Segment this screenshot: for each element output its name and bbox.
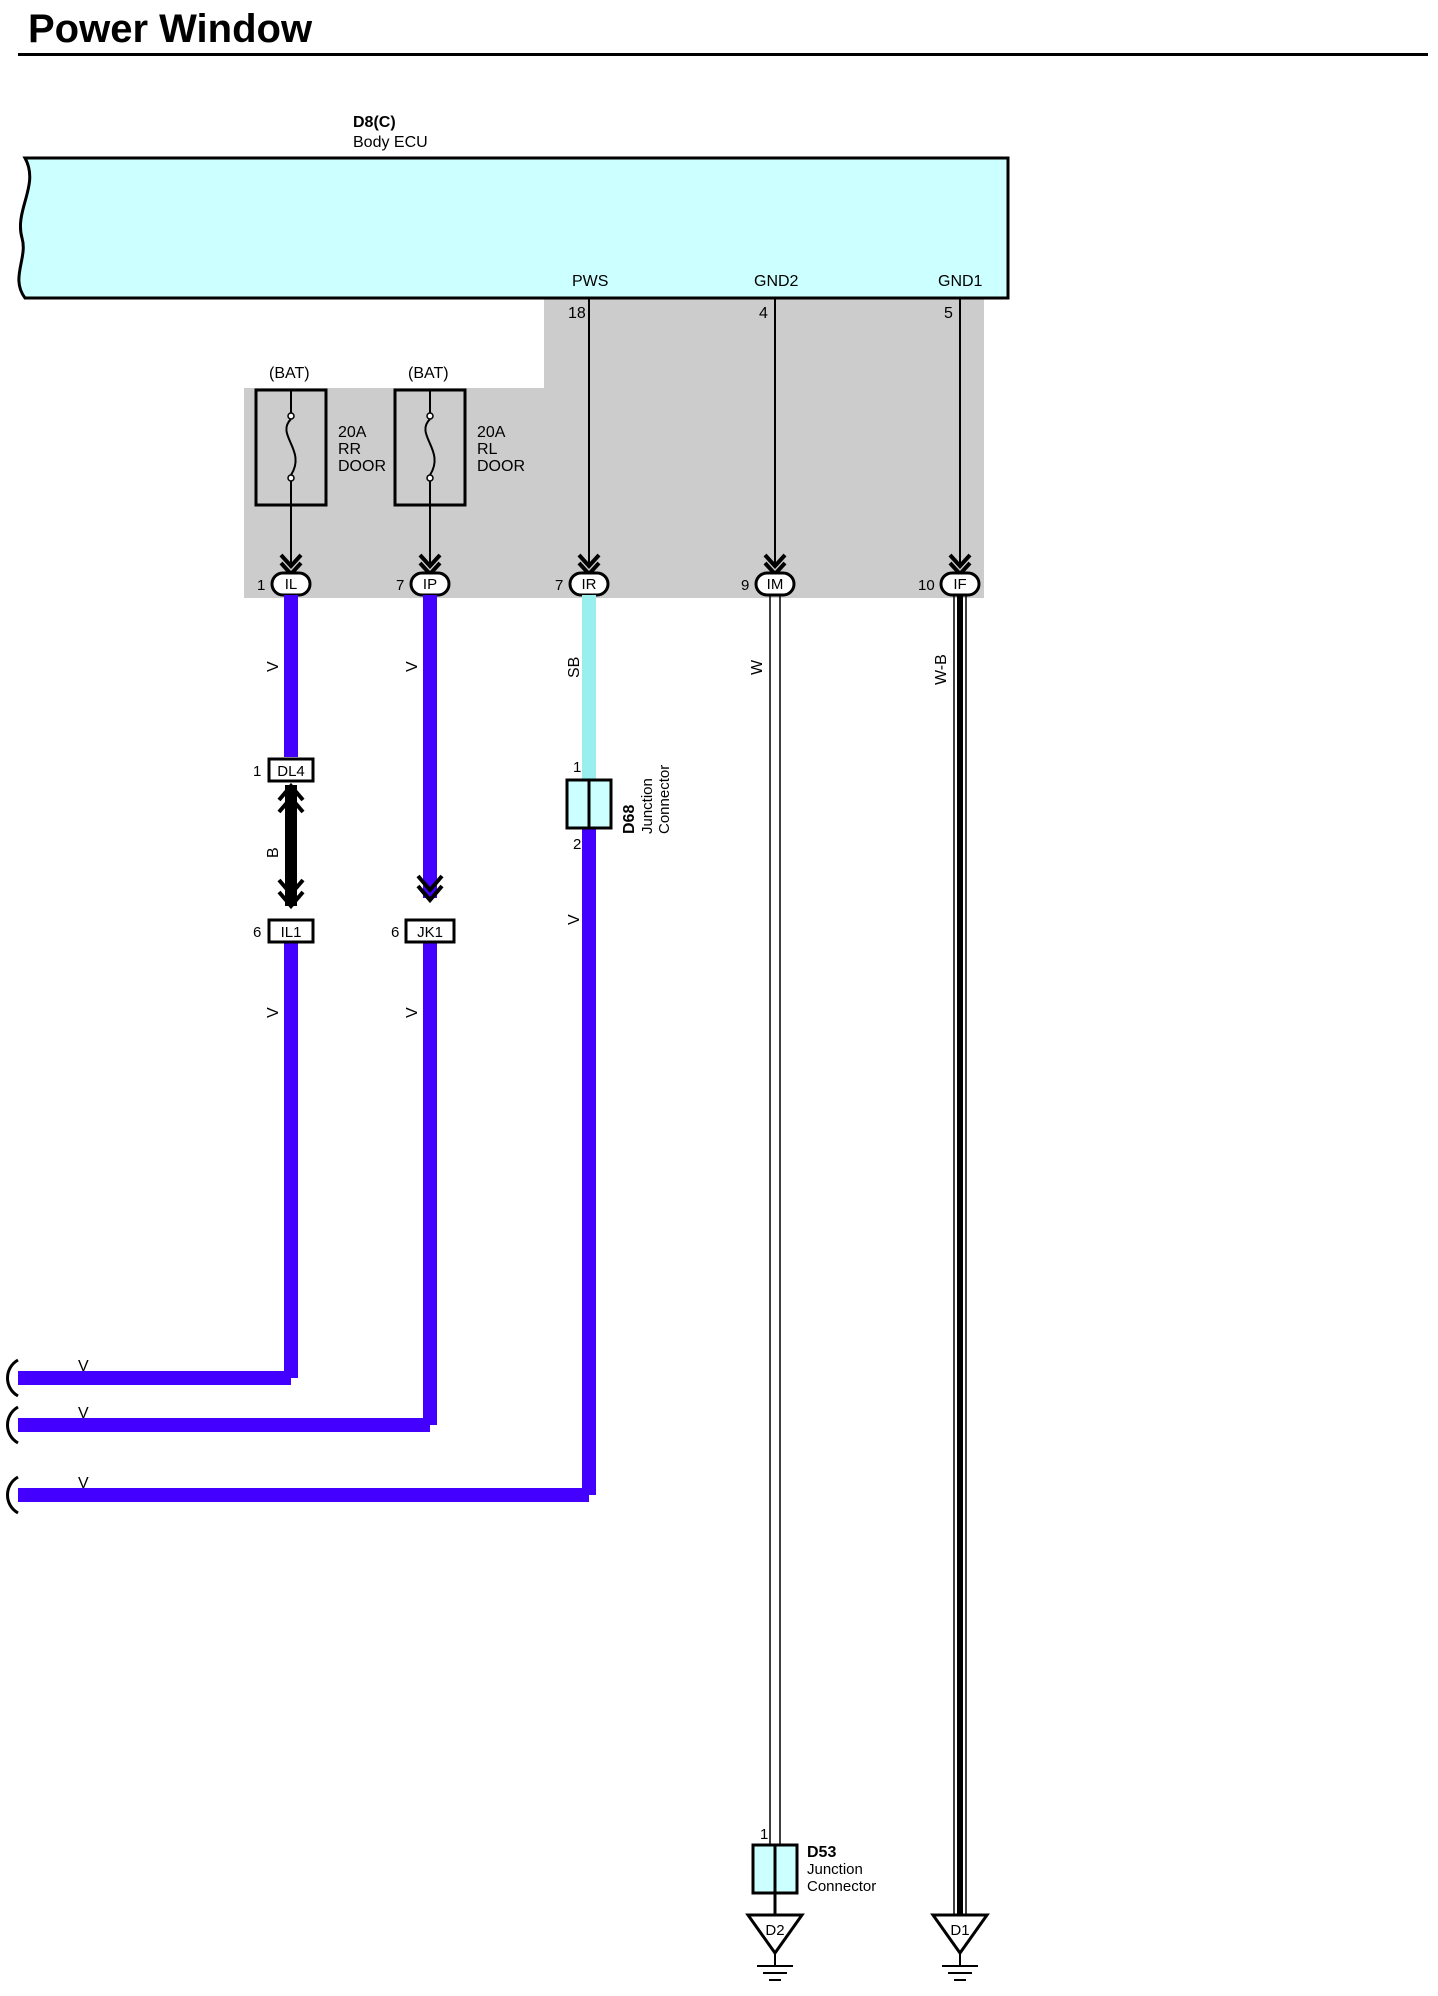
out-3-color: V — [78, 1475, 89, 1492]
ecu-code: D8(C) — [353, 114, 396, 131]
connector-il-pin: 1 — [257, 577, 265, 594]
fuse-2-line2: RL — [477, 441, 498, 458]
d53-pin-in: 1 — [760, 1826, 768, 1843]
connector-im-pin: 9 — [741, 577, 749, 594]
inline-connector-jk1: JK1 6 — [391, 918, 456, 944]
wire-color-labels: V V SB W W-B B V V V V V V — [78, 654, 950, 1492]
wire-3-lower-color: V — [566, 914, 583, 925]
fuse-2-line3: DOOR — [477, 458, 525, 475]
d53-code: D53 — [807, 1844, 836, 1861]
terminal-gnd1-label: GND1 — [938, 273, 983, 290]
fuse-1-line2: RR — [338, 441, 361, 458]
out-1-color: V — [78, 1358, 89, 1375]
title-rule — [18, 53, 1428, 56]
il1-code: IL1 — [281, 924, 302, 941]
wire-3-upper-color: SB — [566, 657, 583, 678]
dl4-code: DL4 — [277, 763, 305, 780]
junction-connector-d53: 1 D53 Junction Connector — [751, 1826, 876, 1915]
terminal-pws-pin: 18 — [568, 305, 586, 322]
ground-d2-code: D2 — [765, 1922, 784, 1939]
connector-il-code: IL — [285, 576, 298, 593]
wire-1-upper-color: V — [265, 661, 282, 672]
page-title: Power Window — [28, 7, 313, 51]
terminal-gnd1-pin: 5 — [944, 305, 953, 322]
d68-pin-out: 2 — [573, 836, 581, 853]
inline-connector-il1: IL1 6 — [253, 918, 315, 944]
fuse-1-rating: 20A — [338, 424, 367, 441]
internal-wires — [290, 298, 961, 566]
d68-line1: Junction — [639, 778, 656, 834]
wire-pws — [6, 595, 596, 1515]
connector-im-code: IM — [767, 576, 784, 593]
terminal-gnd2-pin: 4 — [759, 305, 768, 322]
d53-line1: Junction — [807, 1861, 863, 1878]
jk1-pin: 6 — [391, 924, 399, 941]
connector-if-code: IF — [953, 576, 966, 593]
fuse-1-line3: DOOR — [338, 458, 386, 475]
junction-connector-d68: 1 2 D68 Junction Connector — [565, 759, 673, 853]
wire-gnd1 — [953, 595, 967, 1915]
wire-1-lower-color: V — [265, 1007, 282, 1018]
wire-rr-door — [6, 595, 305, 1398]
wire-1-mid-color: B — [265, 847, 282, 858]
fuse-2-rating: 20A — [477, 424, 506, 441]
fuse-rr-door: (BAT) 20A RR DOOR — [254, 365, 386, 507]
dl4-pin: 1 — [253, 763, 261, 780]
ground-d1-code: D1 — [950, 1922, 969, 1939]
terminal-pws-label: PWS — [572, 273, 608, 290]
d68-code: D68 — [621, 805, 638, 834]
ecu-connector-row: IL 1 IP 7 IR 7 IM 9 IF 10 — [257, 571, 981, 597]
d53-line2: Connector — [807, 1878, 876, 1895]
wire-gnd2 — [769, 595, 781, 1845]
connector-ip-pin: 7 — [396, 577, 404, 594]
fuse-2-source: (BAT) — [408, 365, 449, 382]
ground-d2: D2 — [745, 1913, 805, 1981]
wire-2-lower-color: V — [404, 1007, 421, 1018]
terminal-gnd2-label: GND2 — [754, 273, 799, 290]
wire-rl-door — [6, 595, 444, 1445]
connector-if-pin: 10 — [918, 577, 935, 594]
connector-ip-code: IP — [423, 576, 437, 593]
d68-line2: Connector — [656, 765, 673, 834]
body-ecu: D8(C) Body ECU PWS GND2 GND1 18 4 5 — [17, 114, 1010, 322]
ground-d1: D1 — [930, 1913, 990, 1981]
jk1-code: JK1 — [417, 924, 443, 941]
wire-5-color: W-B — [933, 654, 950, 685]
inline-connector-dl4: DL4 1 — [253, 757, 315, 783]
wire-4-color: W — [749, 659, 766, 675]
wire-2-upper-color: V — [404, 661, 421, 672]
connector-ir-pin: 7 — [555, 577, 563, 594]
ecu-name: Body ECU — [353, 134, 428, 151]
connector-ir-code: IR — [582, 576, 597, 593]
d68-pin-in: 1 — [573, 759, 581, 776]
il1-pin: 6 — [253, 924, 261, 941]
fuse-1-source: (BAT) — [269, 365, 310, 382]
out-2-color: V — [78, 1405, 89, 1422]
